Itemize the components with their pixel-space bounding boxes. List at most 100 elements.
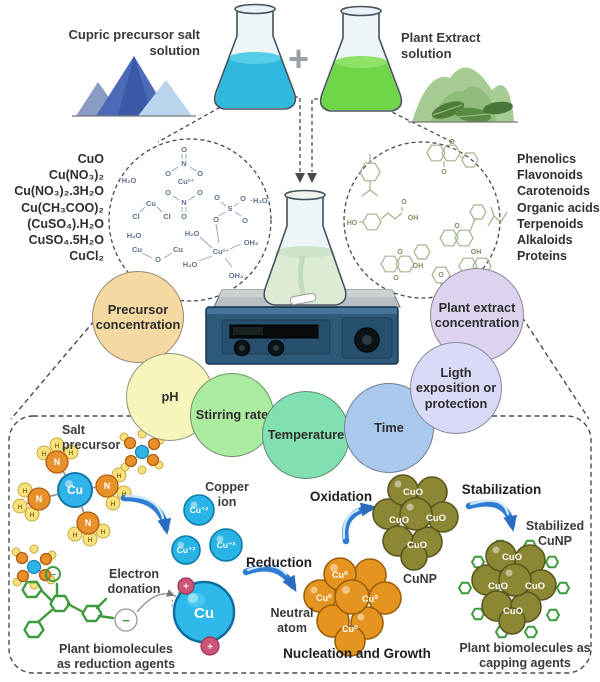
plus-charge-label: + <box>207 642 213 653</box>
copper-ions: Cu⁺² Cu⁺² Cu⁺² <box>171 494 243 565</box>
o-label: O <box>214 193 220 202</box>
h-label: H <box>18 504 23 511</box>
salt-fragment <box>119 429 165 475</box>
donated-electron <box>114 608 138 632</box>
capping-agents-label: Plant biomolecules as capping agents <box>459 641 591 670</box>
cu0-label: Cu⁰ <box>332 570 348 580</box>
list-item: Cu(NO₃)₂.3H₂O <box>14 184 104 199</box>
cunp-label: CuNP <box>402 572 438 586</box>
list-item: Cu(NO₃)₂ <box>48 168 104 183</box>
ammine-ligand <box>67 511 111 547</box>
electron-minus-label: − <box>122 613 130 628</box>
param-light-exposition: Ligth exposition or protection <box>410 342 502 434</box>
precursor-liquid <box>215 58 295 108</box>
list-item: Proteins <box>517 249 568 264</box>
reducing-biomolecules: − − <box>21 566 138 639</box>
nucleation-cluster: Cu⁰ Cu⁰ Cu⁰ Cu⁰ <box>303 557 402 657</box>
down-arrowhead-icon <box>307 173 317 183</box>
param-temperature: Temperature <box>262 391 350 479</box>
stabilized-cunp-label: Stabilized CuNP <box>525 519 585 548</box>
process-arrows <box>120 494 518 593</box>
extract-flask <box>319 5 403 112</box>
h-label: H <box>23 488 28 495</box>
extract-liquid <box>321 62 401 110</box>
cu-label: Cu <box>132 245 142 254</box>
plant-solution-label: Plant Extract solution <box>401 30 521 61</box>
n-label: N <box>104 481 111 491</box>
list-item: (CuSO₄).H₂O <box>27 216 104 231</box>
cu-ion-label: Cu⁺² <box>177 545 196 555</box>
cuo-label: CuO <box>502 552 522 563</box>
s-label: S <box>227 204 232 213</box>
list-item: Terpenoids <box>517 216 584 231</box>
positive-charge <box>177 577 195 595</box>
o-label: O <box>393 275 399 282</box>
h2o-label: H₂O <box>127 231 142 240</box>
list-item: CuSO₄.5H₂O <box>28 233 104 248</box>
h2o-dot-label: ·H₂O <box>250 196 267 205</box>
o-label: O <box>155 255 161 264</box>
h-label: H <box>42 451 47 458</box>
magnetic-stirrer <box>205 289 401 365</box>
param-stirring-rate: Stirring rate <box>190 373 274 457</box>
ammine-ligand <box>12 482 51 522</box>
h-label: H <box>69 450 74 457</box>
o-label: O <box>181 212 187 221</box>
h2o-label: H₂O <box>183 260 198 269</box>
o-label: O <box>165 169 171 178</box>
nucleation-growth-label: Nucleation and Growth <box>283 646 431 661</box>
precursor-flask <box>213 3 297 110</box>
central-copper-atom <box>57 472 93 508</box>
o-label: O <box>213 215 219 224</box>
list-item: Phenolics <box>517 152 577 166</box>
oh2-label: OH₂ <box>244 238 259 247</box>
cu-ion-label: Cu⁺² <box>217 540 236 550</box>
cuo-label: CuO <box>525 581 545 592</box>
o-label: O <box>401 199 407 206</box>
h-label: H <box>122 491 127 498</box>
cupric-solution-line2: solution <box>149 42 200 58</box>
o-label: O <box>397 249 403 256</box>
electron-donation-label: Electron donation <box>107 567 161 596</box>
h-label: H <box>111 501 116 508</box>
ho-label: HO <box>347 220 358 227</box>
dashed-connectors <box>157 96 453 183</box>
plant-solution-line2: solution <box>401 45 452 61</box>
cunp-cluster: CuO CuO CuO CuO <box>372 474 459 571</box>
cu-label: Cu <box>173 245 183 254</box>
cu-label: Cu <box>194 605 214 622</box>
list-item: CuCl₂ <box>69 249 104 264</box>
h-label: H <box>30 512 35 519</box>
stabilized-cluster: CuO CuO CuO CuO <box>458 539 570 639</box>
cupric-solution-label: Cupric precursor salt solution <box>60 27 201 58</box>
cuo-label: CuO <box>426 513 446 524</box>
cu-ion-label: Cu⁺² <box>190 505 209 515</box>
n-label: N <box>181 159 186 168</box>
param-precursor-concentration: Precursor concentration <box>92 271 184 363</box>
cupric-solution-line1: Cupric precursor salt <box>68 27 201 42</box>
cuo-label: CuO <box>389 515 409 526</box>
reduction-arrow <box>242 565 297 593</box>
cupric-salt-minerals <box>72 56 196 117</box>
h-label: H <box>117 473 122 480</box>
list-item: Flavonoids <box>517 168 583 183</box>
n-label: N <box>54 457 61 467</box>
cuo-label: CuO <box>503 606 523 617</box>
cl-label: Cl <box>132 212 140 221</box>
h-label: H <box>88 537 93 544</box>
precursor-species-circle <box>108 138 272 302</box>
cu0-label: Cu⁰ <box>342 624 358 634</box>
oxidation-arrow <box>342 502 377 545</box>
cu-label: Cu <box>146 199 156 208</box>
cuo-label: CuO <box>488 581 508 592</box>
o-label: O <box>242 216 248 225</box>
precursor-structures: H₂O H₂O Cu Cl Cl Cu O Cu O N O O Cu²⁺ O … <box>122 145 268 280</box>
salt-precursor-label: Salt precursor <box>62 423 121 452</box>
o-label: O <box>197 169 203 178</box>
cuo-label: CuO <box>407 540 427 551</box>
o-label: O <box>438 272 444 279</box>
cl-label: Cl <box>163 212 171 221</box>
list-item: Alkaloids <box>517 233 573 248</box>
